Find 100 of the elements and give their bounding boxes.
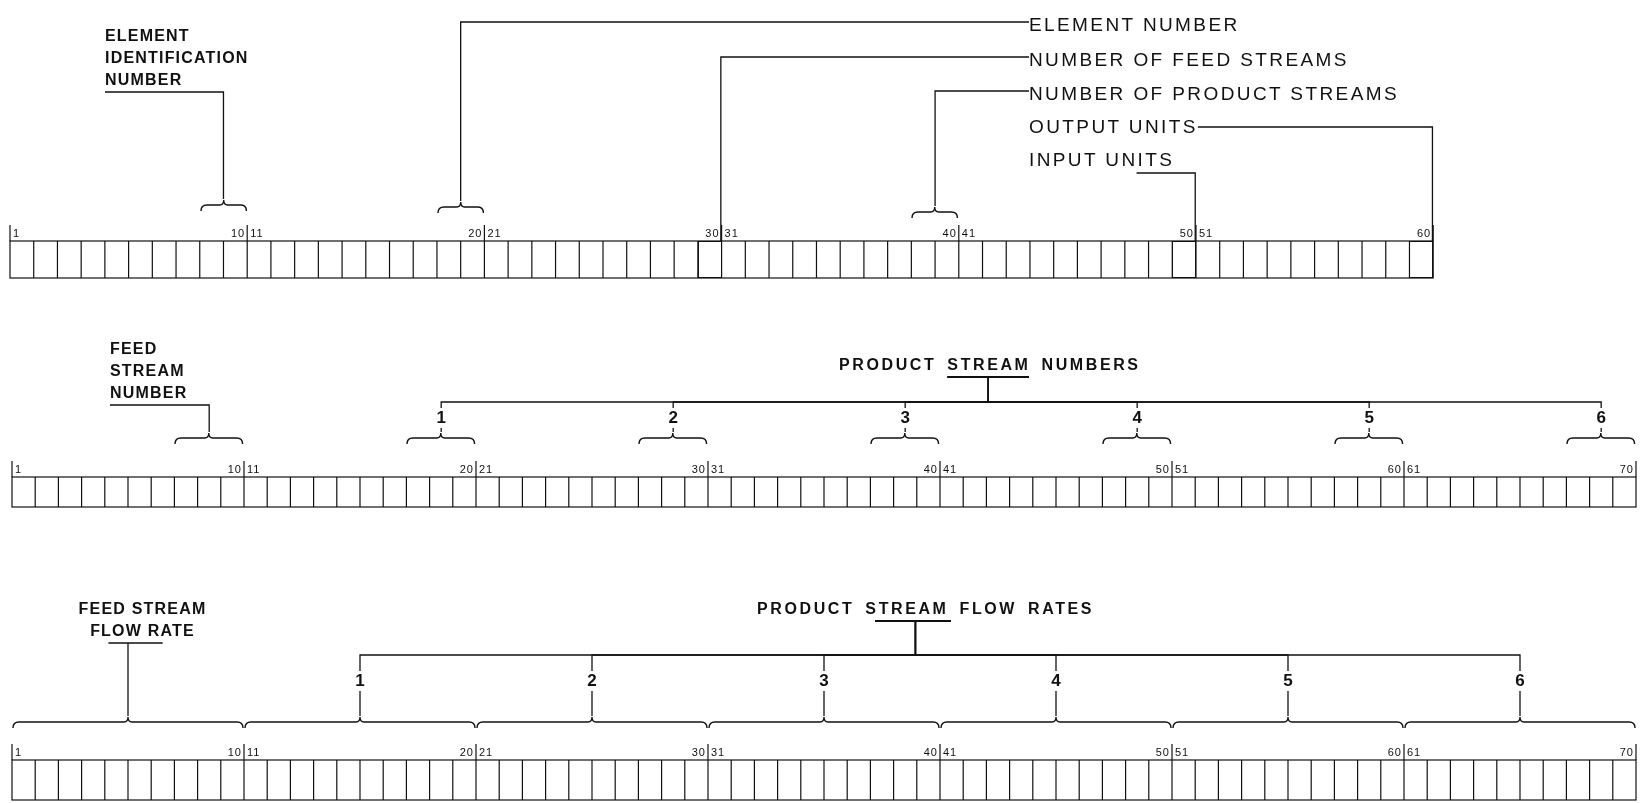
stream-number: 6 [1508, 671, 1532, 691]
leader-line [440, 427, 442, 433]
column-number: 20 [468, 227, 483, 239]
stream-number: 1 [429, 408, 454, 428]
column-number: 40 [923, 746, 938, 758]
column-number: 41 [961, 227, 977, 239]
brace [1334, 432, 1404, 444]
brace [406, 432, 476, 444]
brace [870, 432, 940, 444]
leader-line [359, 690, 361, 717]
stream-number: 3 [893, 408, 918, 428]
stream-number: 3 [812, 671, 836, 691]
field-label: OUTPUT UNITS [1029, 115, 1198, 139]
column-number: 41 [943, 463, 958, 475]
brace [911, 206, 959, 218]
column-number: 1 [15, 463, 23, 475]
field-label: NUMBER OF FEED STREAMS [1029, 48, 1349, 72]
leader-line [1368, 427, 1370, 433]
column-number: 30 [691, 463, 706, 475]
leader-line [460, 21, 1030, 202]
column-number: 30 [705, 227, 720, 239]
brace [638, 432, 708, 444]
brace [199, 199, 248, 211]
column-number: 30 [691, 746, 706, 758]
stream-number: 5 [1357, 408, 1382, 428]
card-column [1409, 241, 1434, 278]
leader-line [591, 690, 593, 717]
brace [1566, 432, 1636, 444]
leader-line [874, 620, 1521, 672]
column-number: 40 [942, 227, 957, 239]
leader-line [109, 404, 210, 433]
stream-number: 5 [1276, 671, 1300, 691]
leader-line [104, 91, 225, 200]
brace [1102, 432, 1172, 444]
leader-line [823, 690, 825, 717]
field-label: INPUT UNITS [1029, 148, 1175, 172]
brace [708, 716, 940, 728]
column-number: 21 [487, 227, 502, 239]
column-number: 60 [1387, 463, 1402, 475]
leader-line [1287, 690, 1289, 717]
column-number: 11 [247, 746, 261, 758]
leader-line [946, 376, 1602, 409]
leader-line [934, 90, 1030, 207]
leader-line [1519, 690, 1521, 717]
column-number: 20 [459, 463, 474, 475]
column-number: 51 [1199, 227, 1214, 239]
leader-line [672, 427, 674, 433]
field-label: ELEMENT IDENTIFICATION NUMBER [105, 25, 249, 91]
column-number: 50 [1155, 463, 1170, 475]
stream-number: 6 [1589, 408, 1614, 428]
leader-line [107, 642, 164, 717]
brace [1404, 716, 1636, 728]
column-number: 1 [15, 746, 23, 758]
column-number: 31 [724, 227, 739, 239]
stream-number: 2 [580, 671, 604, 691]
leader-line [1197, 126, 1434, 242]
brace [1172, 716, 1404, 728]
field-label: NUMBER OF PRODUCT STREAMS [1029, 82, 1399, 106]
column-number: 10 [227, 746, 242, 758]
brace [174, 432, 244, 444]
brace [436, 201, 485, 213]
leader-line [1055, 690, 1057, 717]
column-number: 60 [1416, 227, 1432, 239]
column-number: 50 [1179, 227, 1194, 239]
column-number: 21 [479, 746, 494, 758]
column-number: 51 [1175, 746, 1190, 758]
column-number: 31 [711, 463, 726, 475]
column-number: 70 [1619, 463, 1634, 475]
column-number: 11 [247, 463, 261, 475]
column-number: 21 [479, 463, 494, 475]
column-number: 61 [1407, 746, 1422, 758]
field-label: FEED STREAM FLOW RATE [65, 598, 220, 642]
column-number: 20 [459, 746, 474, 758]
field-label: ELEMENT NUMBER [1029, 13, 1240, 37]
column-number: 1 [13, 227, 21, 239]
column-number: 11 [250, 227, 264, 239]
stream-number: 4 [1044, 671, 1068, 691]
column-number: 31 [711, 746, 726, 758]
column-number: 50 [1155, 746, 1170, 758]
stream-number: 2 [661, 408, 686, 428]
column-number: 61 [1407, 463, 1422, 475]
column-number: 10 [227, 463, 242, 475]
brace [12, 716, 244, 728]
column-number: 41 [943, 746, 958, 758]
column-number: 70 [1619, 746, 1634, 758]
stream-number: 1 [348, 671, 372, 691]
leader-line [720, 56, 1030, 242]
brace [476, 716, 708, 728]
card-column [697, 241, 722, 278]
brace [244, 716, 476, 728]
stream-number: 4 [1125, 408, 1150, 428]
column-number: 10 [230, 227, 246, 239]
column-number: 40 [923, 463, 938, 475]
leader-line [1136, 427, 1138, 433]
column-number: 60 [1387, 746, 1402, 758]
brace [940, 716, 1172, 728]
field-label: PRODUCT STREAM FLOW RATES [757, 598, 1095, 620]
leader-line [904, 427, 906, 433]
field-label: FEED STREAM NUMBER [110, 338, 188, 404]
field-label: PRODUCT STREAM NUMBERS [839, 354, 1141, 376]
